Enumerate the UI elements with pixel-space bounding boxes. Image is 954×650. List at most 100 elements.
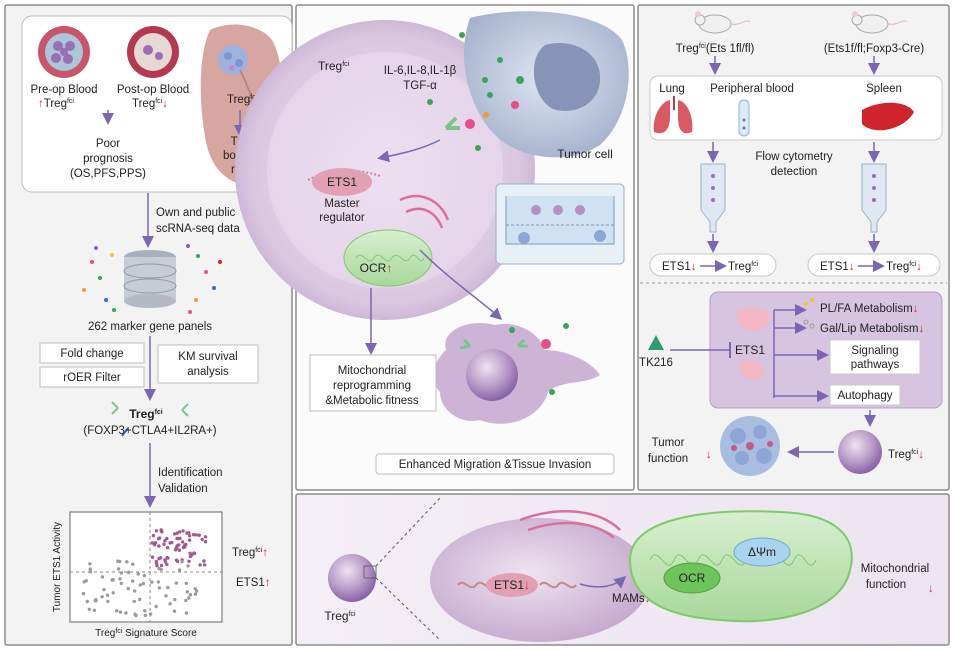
scatter-point <box>165 555 169 560</box>
ocr-bubble <box>663 562 721 594</box>
flow-tube-right-icon <box>861 163 887 233</box>
scatter-point <box>100 575 105 579</box>
scatter-point <box>142 573 147 578</box>
scatter-point <box>159 563 164 568</box>
flow-tube-left-icon <box>700 163 726 233</box>
plot-y-label: Tumor ETS1 Activity <box>52 522 63 612</box>
treg-signature-label: Treg <box>129 407 154 421</box>
result-left-treg: Treg <box>728 261 751 273</box>
scatter-point <box>177 543 181 547</box>
migration-label: Enhanced Migration &Tissue Invasion <box>399 459 592 471</box>
scatter-point <box>82 580 86 584</box>
scatter-point <box>183 545 187 549</box>
scatter-point <box>134 613 138 618</box>
postop-blood-vessel-icon <box>127 26 179 78</box>
scatter-point <box>124 611 128 615</box>
master-regulator-line1: Master <box>324 198 359 210</box>
svg-text:Fold change: Fold change <box>60 348 123 360</box>
nucleus-icon <box>430 518 650 642</box>
scatter-point <box>143 613 148 618</box>
scatter-point <box>191 533 196 537</box>
signaling-line2: pathways <box>851 359 900 371</box>
scatter-point <box>88 562 92 566</box>
treg-formula: (FOXP3+CTLA4+IL2RA+) <box>83 425 216 437</box>
scatter-point <box>118 577 122 581</box>
scatter-point <box>100 595 104 599</box>
signature-scatter-plot <box>69 511 223 623</box>
gallip-label: Gal/Lip Metabolism <box>820 323 918 335</box>
scatter-point <box>118 610 123 614</box>
mitochondrion-icon <box>343 229 433 287</box>
fold-change-box: Fold change <box>39 342 145 364</box>
postop-arrow: ↓ <box>162 98 168 110</box>
ocr-label: OCR <box>360 261 387 275</box>
scatter-point <box>202 563 207 567</box>
svg-text:Tregfci: Tregfci <box>728 261 759 273</box>
svg-text:Tregfci: Tregfci <box>318 59 350 73</box>
mouse1-label: Treg <box>676 43 699 55</box>
scatter-point <box>187 559 191 563</box>
mouse-icon-knockout <box>851 11 908 34</box>
scatter-point <box>202 559 206 563</box>
treg-cell-icon <box>838 430 882 474</box>
panel-e-treg: Treg <box>324 609 348 623</box>
scatter-point <box>155 564 159 568</box>
scatter-point <box>153 541 158 545</box>
svg-text:Gal/Lip Metabolism↓: Gal/Lip Metabolism↓ <box>820 323 924 335</box>
scatter-point <box>187 596 191 600</box>
scatter-point <box>138 597 142 602</box>
scatter-point <box>81 591 86 596</box>
result-right-ets1: ETS1 <box>820 261 849 273</box>
data-source-line2: scRNA-seq data <box>156 223 240 235</box>
scatter-point <box>157 586 162 590</box>
scatter-point <box>111 591 115 595</box>
mito-function-line1: Mitochondrial <box>861 563 929 575</box>
tk216-icon <box>648 335 664 350</box>
svg-text:ETS1↑: ETS1↑ <box>236 577 271 589</box>
scatter-point <box>148 612 153 616</box>
scatter-point <box>189 553 194 557</box>
scatter-point <box>132 599 136 604</box>
scatter-point <box>106 599 110 604</box>
scatter-point <box>166 585 170 590</box>
scatter-point <box>188 593 193 597</box>
km-survival-box: KM survival analysis <box>157 344 259 384</box>
scatter-point <box>111 578 115 582</box>
scatter-point <box>192 551 196 555</box>
receptor-icon <box>444 116 460 130</box>
svg-text:ETS1↓: ETS1↓ <box>820 261 855 273</box>
postop-treg: Treg <box>132 98 155 110</box>
scatter-point <box>198 563 202 567</box>
svg-text:Tregfci: Tregfci <box>129 407 163 421</box>
scatter-point <box>165 562 169 567</box>
preop-label: Pre-op Blood <box>30 84 97 96</box>
lipid-dots <box>803 298 815 329</box>
scatter-point <box>203 535 208 539</box>
scatter-point <box>136 572 140 576</box>
scatter-point <box>151 533 156 538</box>
scatter-point <box>159 567 163 572</box>
scatter-point <box>85 599 90 604</box>
panel-d-treg: Treg <box>888 449 911 461</box>
svg-text:analysis: analysis <box>187 366 229 378</box>
mito-reprogramming-box <box>309 354 437 412</box>
spleen-icon <box>862 102 914 131</box>
scatter-point <box>178 530 182 534</box>
scatter-point <box>126 570 131 575</box>
scatter-point <box>141 581 146 586</box>
svg-text:Tregfci↑: Tregfci↑ <box>232 547 268 559</box>
tumor-treg-label: Treg <box>227 94 250 106</box>
cytokines-line1: IL-6,IL-8,IL-1β <box>384 65 457 77</box>
scatter-point <box>87 607 92 611</box>
blood-tube-icon <box>738 99 750 137</box>
scatter-point <box>200 537 204 542</box>
tumor-cell-icon <box>464 11 629 158</box>
scatter-point <box>176 536 181 541</box>
scatter-point <box>162 542 166 546</box>
scatter-point <box>157 556 161 561</box>
tumor-mass-icon <box>720 416 780 476</box>
scatter-point <box>157 544 161 548</box>
scatter-point <box>185 590 189 594</box>
scatter-point <box>180 559 184 564</box>
prognosis-line1: Poor <box>96 138 120 150</box>
